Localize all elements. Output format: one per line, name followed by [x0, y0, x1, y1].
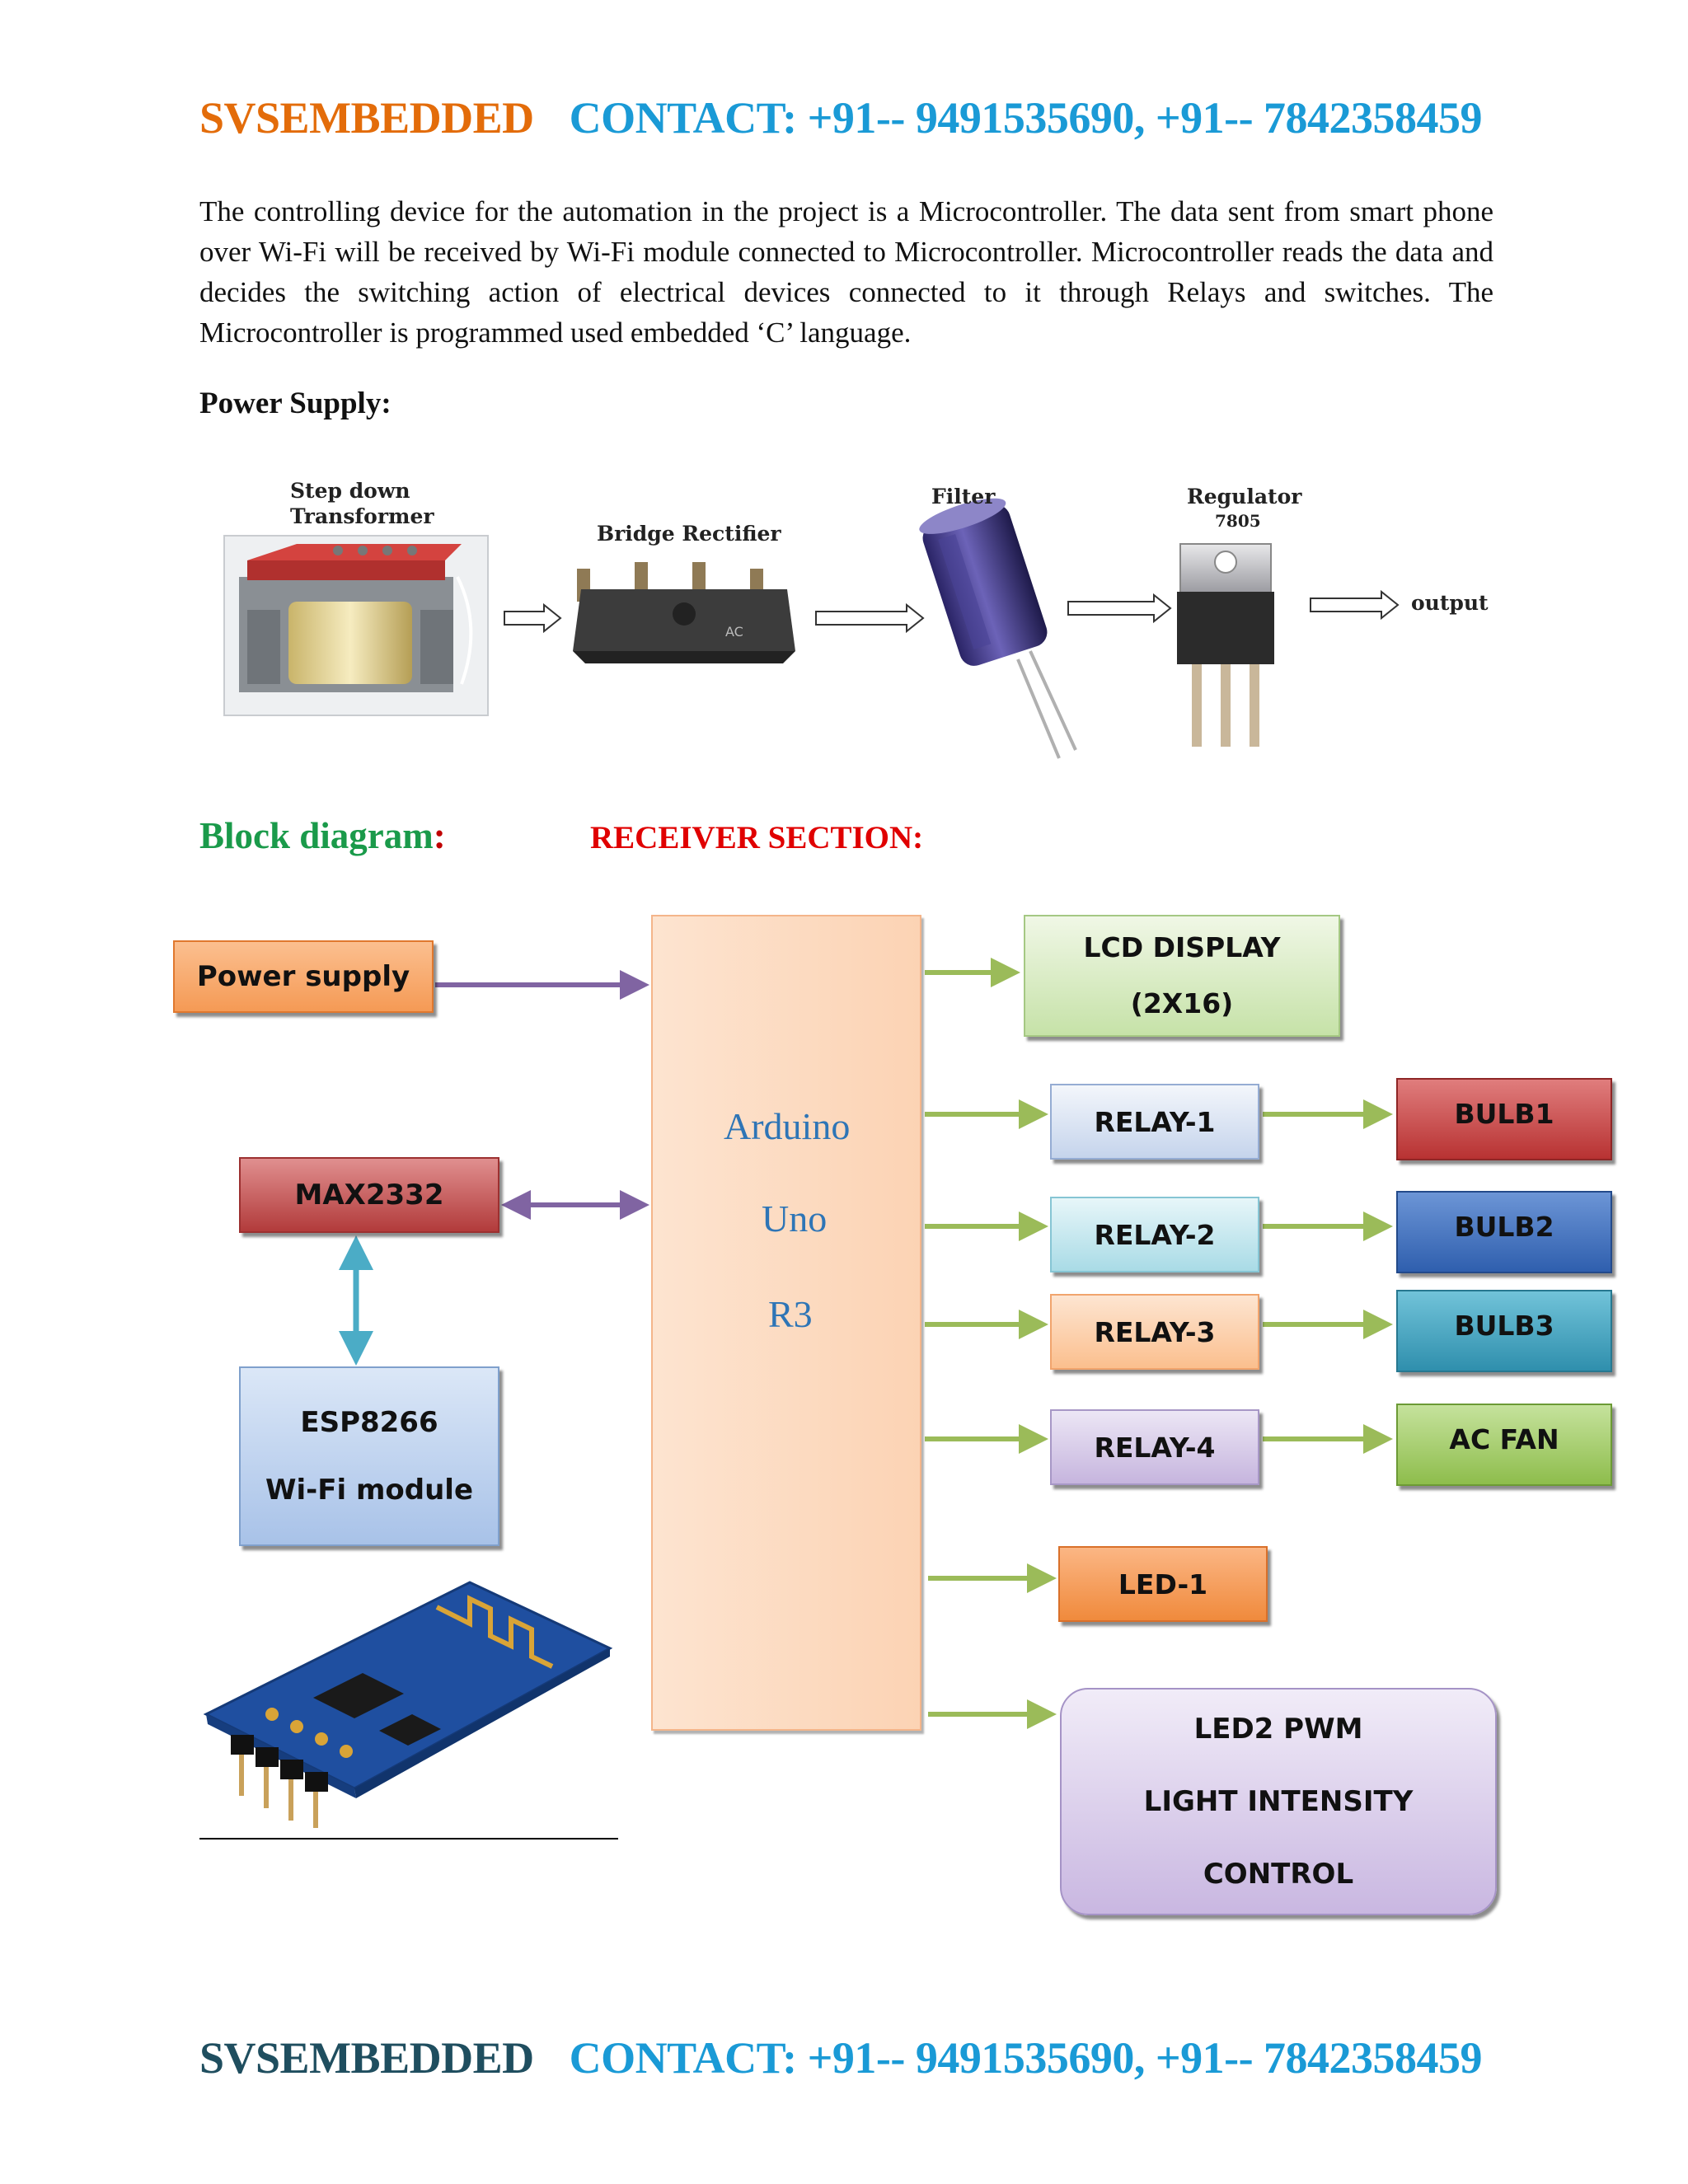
bulb3-block: BULB3 [1396, 1290, 1612, 1372]
footer-contact-info: CONTACT: +91-- 9491535690, +91-- 7842358… [569, 2033, 1483, 2083]
intro-paragraph: The controlling device for the automatio… [199, 195, 1493, 349]
bulb2-block: BULB2 [1396, 1191, 1612, 1273]
page-footer: SVSEMBEDDED CONTACT: +91-- 9491535690, +… [199, 2032, 1483, 2083]
regulator-part-label: 7805 [1215, 511, 1261, 531]
bulb1-block: BULB1 [1396, 1078, 1612, 1160]
regulator-label: Regulator [1187, 485, 1302, 509]
arduino-block: Arduino Uno R3 [651, 915, 921, 1731]
footnote-divider [199, 1838, 618, 1840]
led2-pwm-block: LED2 PWM LIGHT INTENSITY CONTROL [1060, 1688, 1497, 1915]
rectifier-label: Bridge Rectifier [597, 522, 781, 546]
relay-2-block: RELAY-2 [1050, 1197, 1259, 1272]
power-supply-block: Power supply [173, 940, 434, 1013]
output-label: output [1411, 591, 1489, 615]
relay-1-block: RELAY-1 [1050, 1084, 1259, 1160]
receiver-section-title: RECEIVER SECTION: [590, 820, 924, 855]
esp8266-module-image [203, 1581, 613, 1828]
transformer-label: Step down Transformer [290, 479, 434, 528]
lcd-display-block: LCD DISPLAY (2X16) [1024, 915, 1340, 1037]
power-supply-title: Power Supply: [199, 387, 392, 420]
led-1-block: LED-1 [1058, 1546, 1268, 1622]
max2332-block: MAX2332 [239, 1157, 499, 1233]
relay-4-block: RELAY-4 [1050, 1409, 1259, 1485]
ac-fan-block: AC FAN [1396, 1404, 1612, 1486]
relay-3-block: RELAY-3 [1050, 1294, 1259, 1370]
brand-name: SVSEMBEDDED [199, 93, 534, 143]
footer-brand-name: SVSEMBEDDED [199, 2033, 534, 2083]
block-diagram-title: Block diagram: [199, 815, 446, 856]
contact-info: CONTACT: +91-- 9491535690, +91-- 7842358… [569, 93, 1483, 143]
esp8266-block: ESP8266 Wi-Fi module [239, 1366, 499, 1546]
page-header: SVSEMBEDDED CONTACT: +91-- 9491535690, +… [199, 92, 1483, 143]
filter-label: Filter [931, 485, 996, 509]
